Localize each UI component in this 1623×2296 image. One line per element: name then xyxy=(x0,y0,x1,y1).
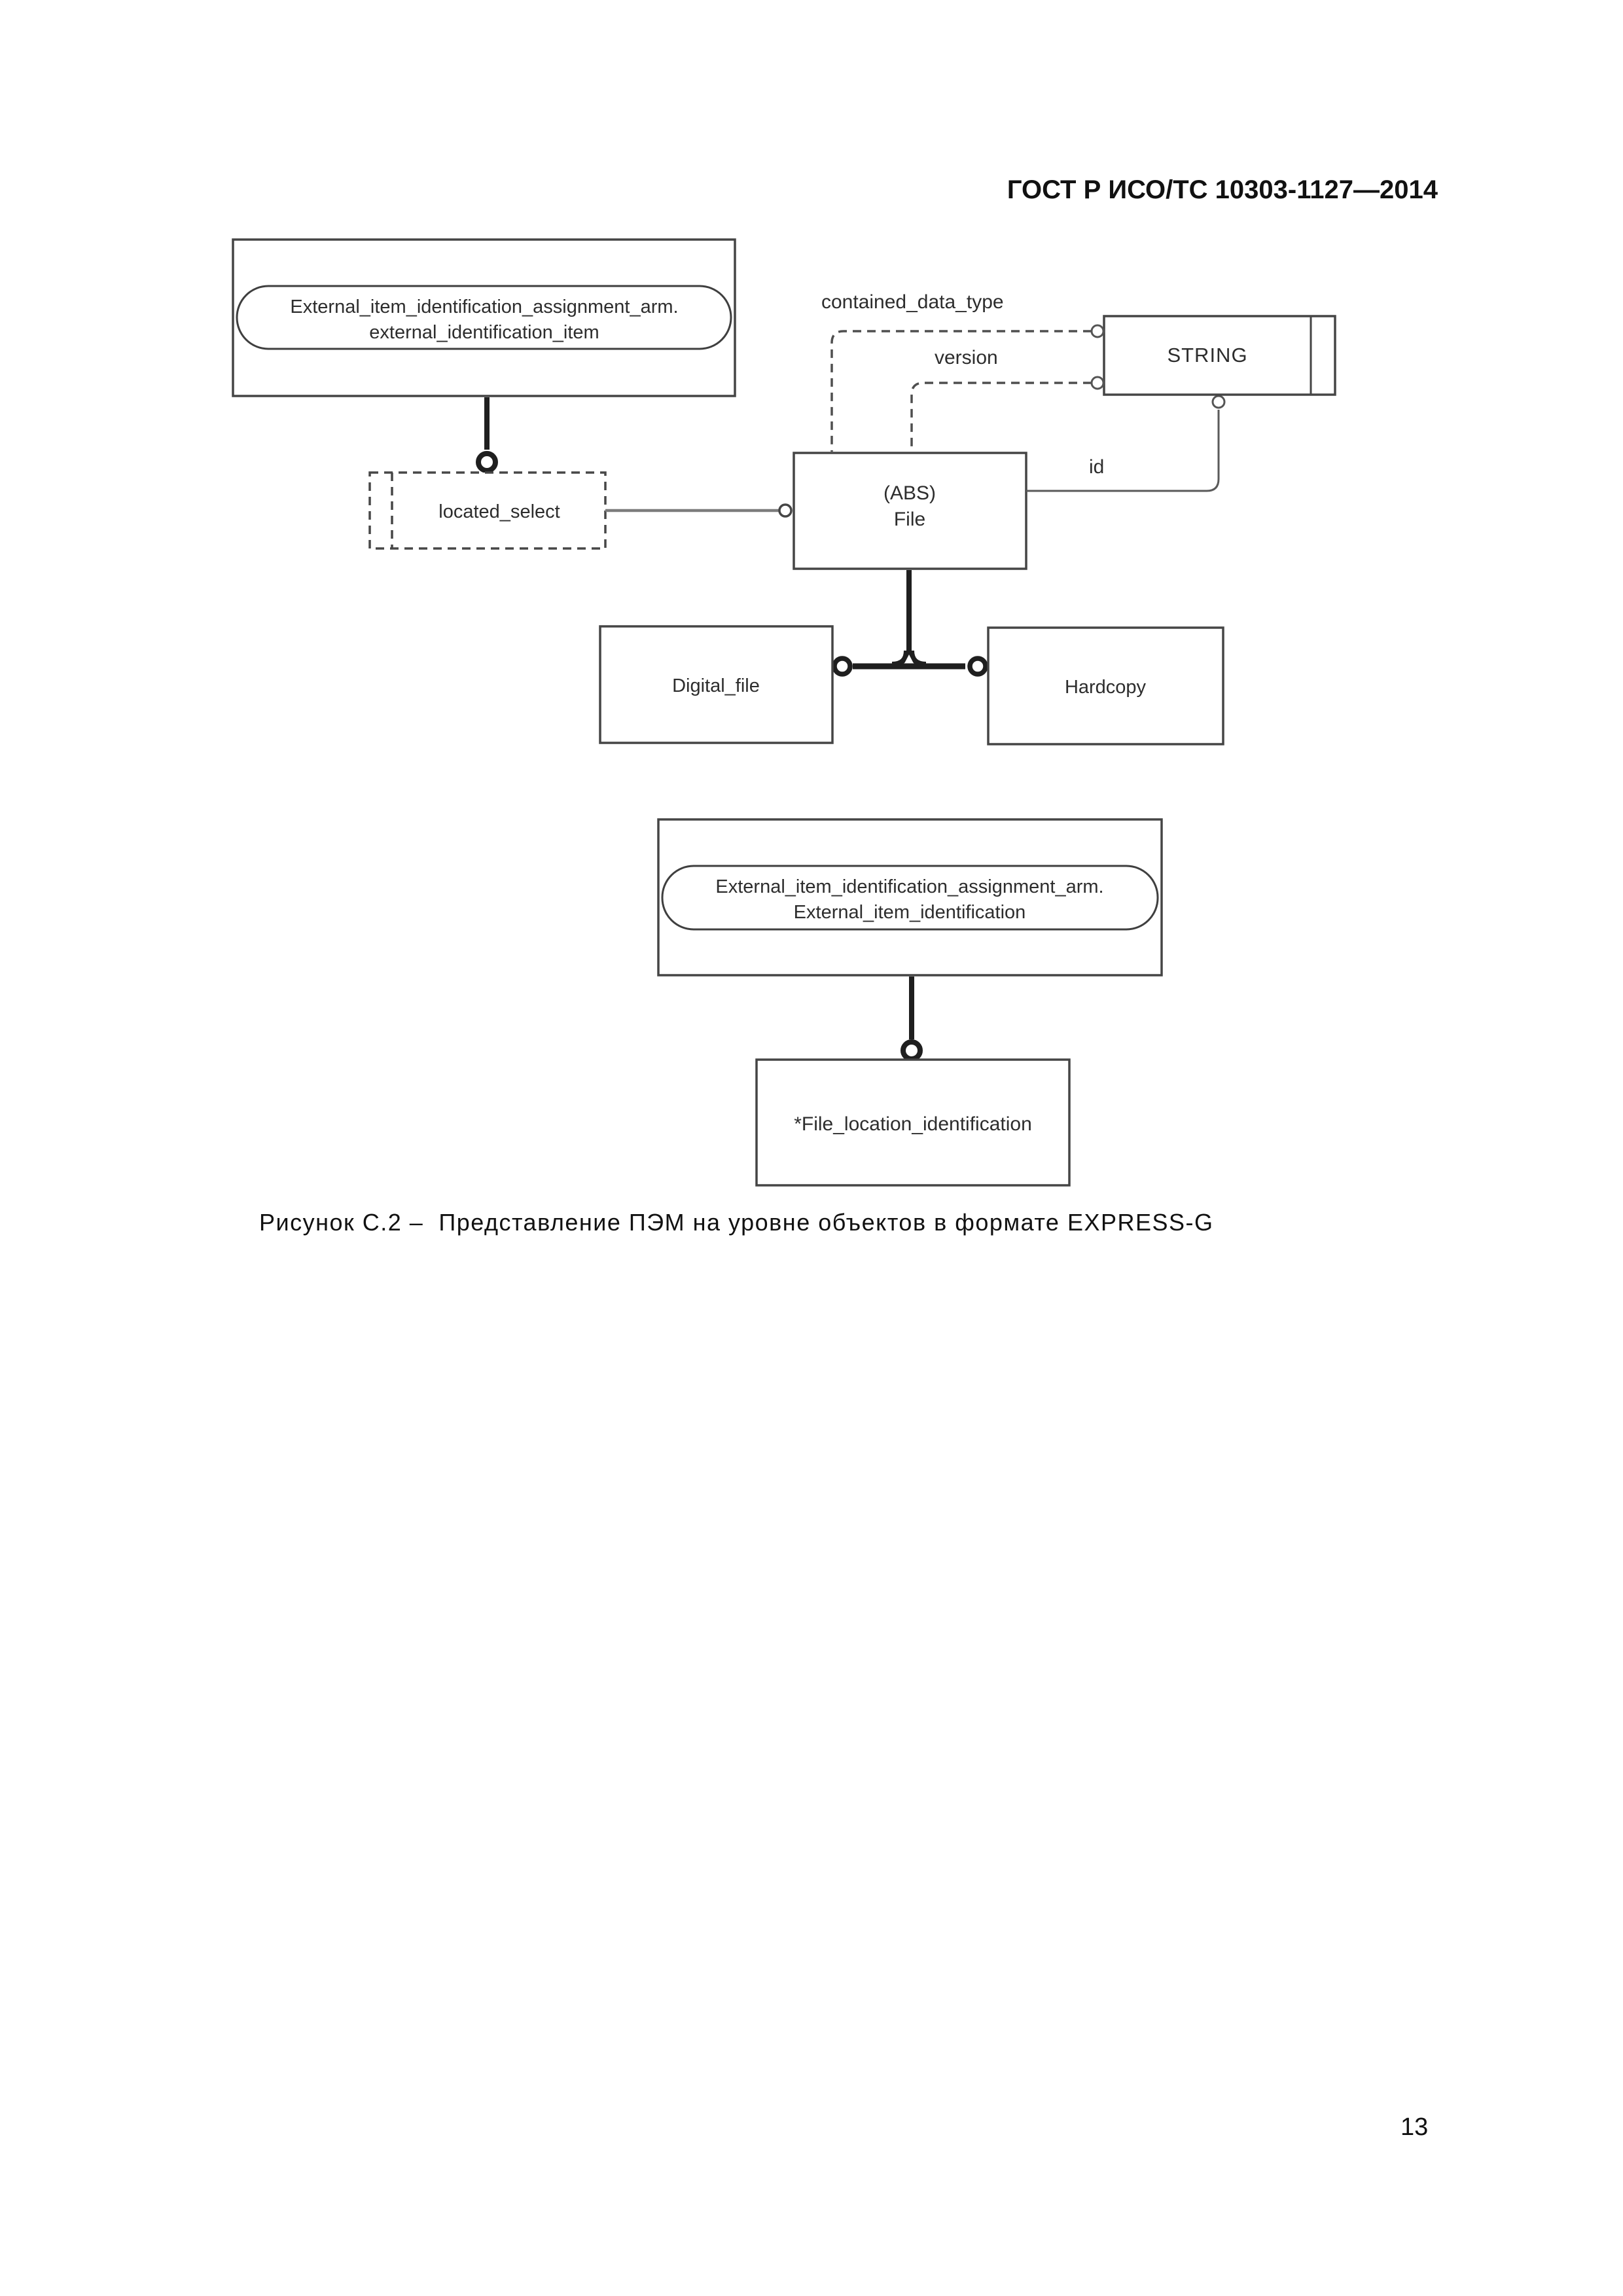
link-entity-to-located-select xyxy=(476,397,498,473)
hardcopy-label: Hardcopy xyxy=(1065,677,1147,698)
file-stereotype: (ABS) xyxy=(883,482,936,504)
dashed-line xyxy=(830,330,1092,452)
entity-stadium xyxy=(661,865,1159,931)
file-location-label: *File_location_identification xyxy=(794,1113,1032,1135)
entity-label-line2: external_identification_item xyxy=(369,322,599,343)
entity-file-location-identification: *File_location_identification xyxy=(755,1058,1071,1187)
version-label: version xyxy=(935,347,998,368)
page-number: 13 xyxy=(1400,2113,1428,2141)
open-circle-terminator xyxy=(832,656,853,677)
dashed-line xyxy=(910,382,1092,452)
page-header: ГОСТ Р ИСО/ТС 10303-1127—2014 xyxy=(1007,175,1438,204)
entity-digital-file: Digital_file xyxy=(599,625,834,744)
attribute-id-line: id xyxy=(1026,395,1226,492)
figure-caption: Рисунок С.2 – Представление ПЭМ на уровн… xyxy=(259,1209,1214,1236)
link-entity-to-file-location xyxy=(901,977,923,1062)
id-label: id xyxy=(1089,456,1104,478)
string-box xyxy=(1103,315,1336,396)
open-circle-terminator xyxy=(476,451,498,473)
supertype-fork xyxy=(832,570,988,677)
entity-label-line1: External_item_identification_assignment_… xyxy=(290,296,678,317)
attribute-contained-data-type: contained_data_type xyxy=(821,291,1105,452)
attribute-version: version xyxy=(910,347,1105,452)
open-circle-terminator xyxy=(1211,395,1226,409)
open-circle-terminator xyxy=(1090,376,1105,390)
select-type-located-select: located_select xyxy=(368,471,607,550)
open-circle-terminator xyxy=(901,1039,923,1062)
contained-data-type-label: contained_data_type xyxy=(821,291,1004,313)
open-circle-terminator xyxy=(967,656,988,677)
string-label: STRING xyxy=(1167,344,1247,367)
entity-label-line1: External_item_identification_assignment_… xyxy=(715,876,1103,897)
fork-fillet-right xyxy=(909,650,927,667)
open-circle-terminator xyxy=(778,503,793,518)
fork-notch xyxy=(904,655,914,664)
link-located-select-to-file xyxy=(605,503,793,518)
type-string: STRING xyxy=(1103,315,1336,396)
select-dashed-box xyxy=(368,471,607,550)
entity-stadium xyxy=(236,285,732,350)
entity-hardcopy: Hardcopy xyxy=(987,626,1224,745)
id-line xyxy=(1026,410,1220,492)
file-name: File xyxy=(894,509,925,530)
open-circle-terminator xyxy=(1090,324,1105,338)
file-box xyxy=(793,452,1027,570)
hardcopy-box xyxy=(987,626,1224,745)
entity-file: (ABS) File xyxy=(793,452,1027,570)
file-location-box xyxy=(755,1058,1071,1187)
fork-fillet-left xyxy=(891,650,909,667)
digital-file-label: Digital_file xyxy=(672,675,760,696)
digital-file-box xyxy=(599,625,834,744)
entity-arm-external-identification-item: External_item_identification_assignment_… xyxy=(232,238,736,397)
entity-label-line2: External_item_identification xyxy=(794,902,1026,923)
located-select-label: located_select xyxy=(438,501,560,522)
entity-arm-external-item-identification: External_item_identification_assignment_… xyxy=(657,818,1163,977)
